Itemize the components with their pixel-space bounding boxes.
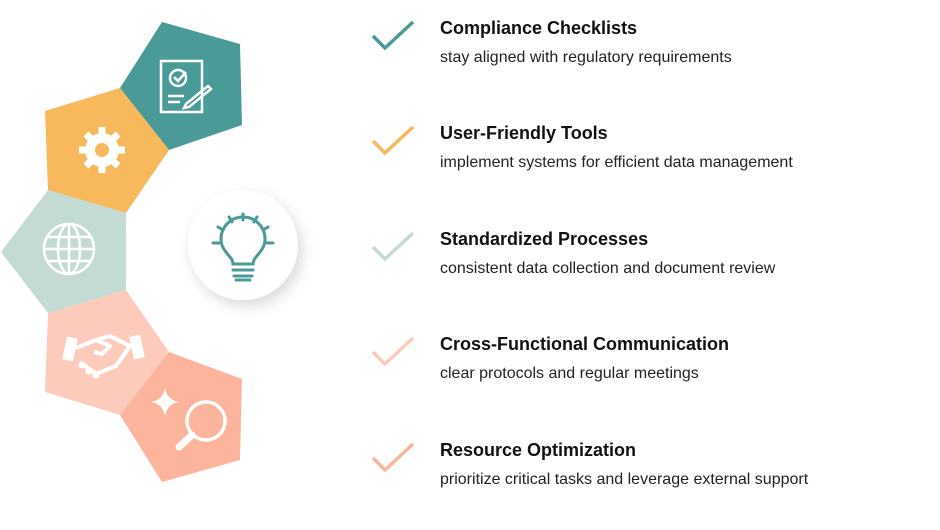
item-title: Compliance Checklists bbox=[440, 18, 638, 38]
checklist-document-icon bbox=[159, 59, 213, 114]
checkmark-icon bbox=[371, 442, 415, 473]
list-item-compliance: Compliance Checklists stay aligned with … bbox=[370, 18, 930, 78]
center-circle bbox=[188, 190, 298, 300]
item-title: Cross-Functional Communication bbox=[440, 334, 730, 354]
pentagon-processes bbox=[1, 190, 126, 313]
globe-icon bbox=[42, 222, 96, 276]
item-desc: consistent data collection and document … bbox=[440, 260, 776, 277]
list-item-optimization: Resource Optimization prioritize critica… bbox=[370, 440, 930, 500]
checkmark-icon bbox=[371, 231, 415, 262]
list-item-communication: Cross-Functional Communication clear pro… bbox=[370, 334, 930, 394]
list-item-tools: User-Friendly Tools implement systems fo… bbox=[370, 123, 930, 183]
item-desc: stay aligned with regulatory requirement… bbox=[440, 49, 732, 66]
lightbulb-icon bbox=[211, 212, 275, 282]
pentagon-optimization bbox=[120, 352, 242, 482]
item-desc: clear protocols and regular meetings bbox=[440, 365, 699, 382]
pentagon-diagram bbox=[1, 22, 298, 482]
handshake-icon bbox=[62, 334, 145, 379]
list-item-processes: Standardized Processes consistent data c… bbox=[370, 229, 930, 289]
gear-icon bbox=[79, 127, 125, 173]
item-desc: prioritize critical tasks and leverage e… bbox=[440, 471, 809, 488]
checkmark-icon bbox=[371, 336, 415, 367]
item-title: User-Friendly Tools bbox=[440, 123, 608, 143]
magnifier-sparkle-icon bbox=[151, 388, 227, 451]
checkmark-icon bbox=[371, 20, 415, 51]
checkmark-icon bbox=[371, 125, 415, 156]
item-title: Standardized Processes bbox=[440, 229, 649, 249]
pentagon-communication bbox=[45, 290, 169, 415]
item-title: Resource Optimization bbox=[440, 440, 637, 460]
item-desc: implement systems for efficient data man… bbox=[440, 154, 793, 171]
